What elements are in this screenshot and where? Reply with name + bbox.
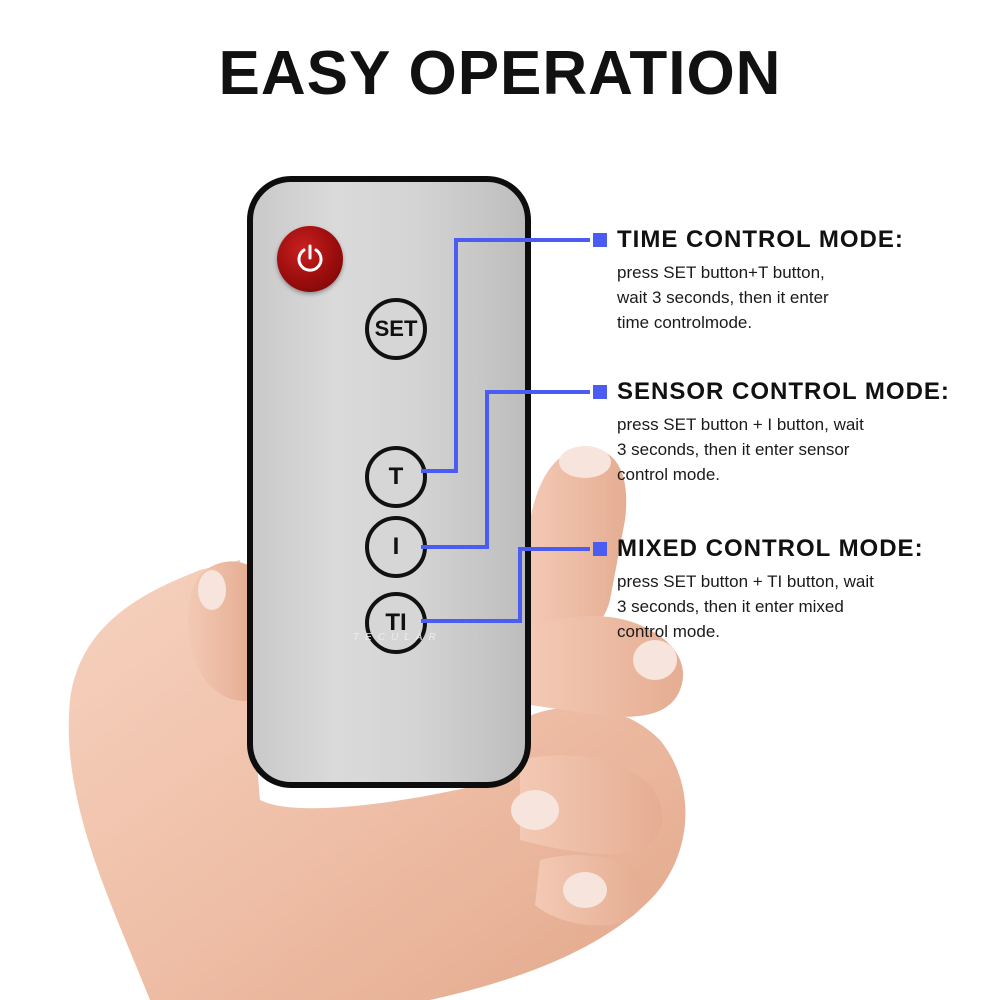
fingernail (511, 790, 559, 830)
remote-control: SET T I TI TECULAR (247, 176, 531, 788)
bullet-square-icon (593, 542, 607, 556)
mode-heading: SENSOR CONTROL MODE: (617, 378, 950, 405)
bullet-square-icon (593, 385, 607, 399)
mode-description: press SET button + TI button, wait 3 sec… (617, 572, 874, 641)
power-icon (297, 244, 323, 272)
mode-description: press SET button + I button, wait 3 seco… (617, 415, 864, 484)
bullet-square-icon (593, 233, 607, 247)
set-button[interactable]: SET (365, 298, 427, 360)
mode-heading: MIXED CONTROL MODE: (617, 535, 924, 562)
page-title: EASY OPERATION (218, 39, 782, 108)
fingernail (633, 640, 677, 680)
sensor-control-mode: SENSOR CONTROL MODE: press SET button + … (593, 378, 957, 487)
ti-button[interactable]: TI (365, 592, 427, 654)
fingernail (198, 570, 226, 610)
i-button[interactable]: I (365, 516, 427, 578)
mode-heading: TIME CONTROL MODE: (617, 226, 904, 253)
fingernail (563, 872, 607, 908)
mixed-control-mode: MIXED CONTROL MODE: press SET button + T… (593, 535, 957, 644)
power-button[interactable] (277, 226, 343, 292)
t-button[interactable]: T (365, 446, 427, 508)
mode-description: press SET button+T button, wait 3 second… (617, 263, 829, 332)
time-control-mode: TIME CONTROL MODE: press SET button+T bu… (593, 226, 957, 335)
brand-logo: TECULAR (353, 632, 442, 643)
